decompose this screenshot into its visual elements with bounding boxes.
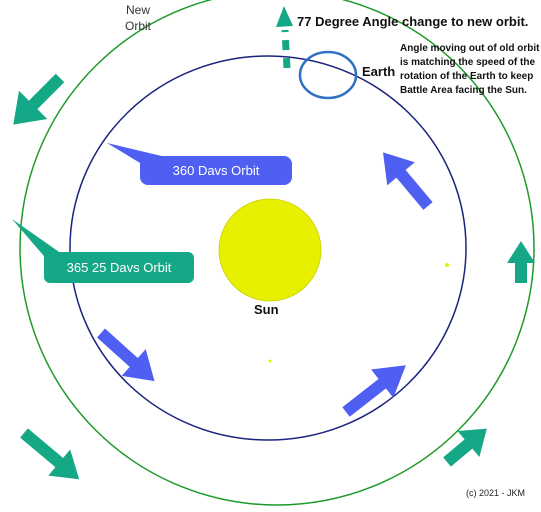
earth-label: Earth xyxy=(362,64,396,79)
orbit-change-arrow xyxy=(276,6,293,69)
sun-label: Sun xyxy=(254,302,279,317)
new-orbit-circle xyxy=(19,0,535,506)
green-arrow-lower-right xyxy=(443,428,487,467)
blue-arrow-lower-right xyxy=(342,365,406,417)
green-arrow-upper-left xyxy=(13,73,65,125)
callout-360-days: 360 Davs Orbit xyxy=(140,156,292,185)
old-orbit-ellipse xyxy=(69,55,467,441)
diagram-title: 77 Degree Angle change to new orbit. xyxy=(297,14,529,29)
speck-1 xyxy=(445,263,449,267)
new-orbit-label-line2: Orbit xyxy=(124,19,151,33)
new-orbit-label: New Orbit xyxy=(118,2,158,34)
callout-365-days: 365 25 Davs Orbit xyxy=(44,252,194,283)
new-orbit-label-line1: New xyxy=(125,3,150,17)
green-arrow-lower-left xyxy=(20,428,80,480)
sun-circle xyxy=(218,198,322,302)
earth-ring xyxy=(298,50,358,100)
orbit-note: Angle moving out of old orbit is matchin… xyxy=(400,43,540,96)
blue-arrow-upper-right xyxy=(383,152,433,210)
copyright-text: (c) 2021 - JKM xyxy=(466,488,526,498)
green-arrow-right xyxy=(507,241,535,283)
blue-arrow-lower-left xyxy=(96,328,155,382)
speck-2 xyxy=(268,359,272,363)
